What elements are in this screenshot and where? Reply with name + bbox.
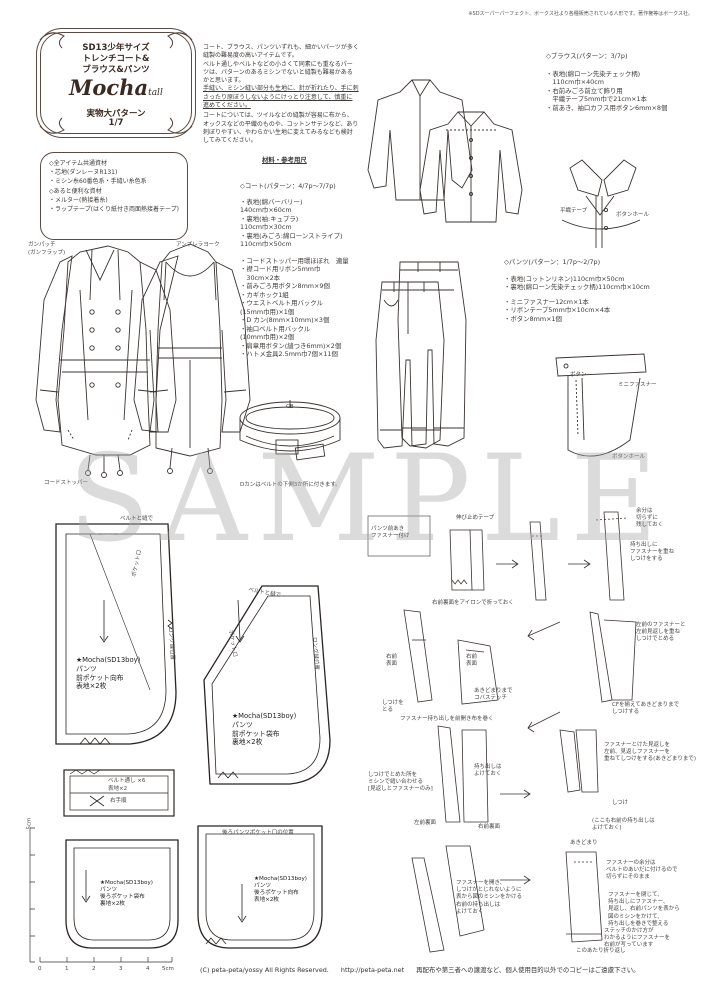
belt-loop-label-3: 右手順 (110, 798, 127, 804)
ruler-label-vertical: 5cm (26, 817, 33, 830)
pattern-label-back-pocket-bag: ★Mocha(SD13boy) パンツ 後ろポケット袋布 裏地×2枚 (100, 880, 153, 907)
belt-loop-label-1: ベルト通し ×6 (108, 778, 146, 784)
pattern-label-front-pocket-facing: ★Mocha(SD13boy) パンツ 前ポケット向布 表地×2枚 (76, 656, 141, 691)
coat-heading: ◇コート(パターン：4/7p～7/7p) (240, 182, 336, 190)
step-note-group: ファスナーの余分は ベルトのあいだに付けるので 切らずにそのまま (606, 860, 678, 881)
blouse-collar-detail (561, 159, 641, 248)
footer-url[interactable]: http://peta-peta.net (340, 966, 405, 974)
title-line1: SD13少年サイズ (82, 43, 150, 53)
common-materials-box: ◇全アイテム共通資材 ・芯地(ダンレーヌR131) ・ミシン糸60番色系・手縫い… (40, 152, 188, 240)
ruler-tick: 5cm (162, 966, 174, 972)
step-note: 左前裏面 (414, 820, 437, 826)
pattern-back-pocket-facing (197, 825, 323, 949)
pants-materials: ◇パンツ(パターン：1/7p～2/7p) ・表地(コットンリネン)110cm巾×… (504, 258, 650, 323)
footer-notice: 再配布や第三者への譲渡など、個人使用目的以外でのコピーはご遠慮下さい。 (416, 966, 640, 974)
coat-label-cord-stopper: コードストッパー (44, 480, 89, 486)
coat-label-gun-flap: (ガンフラップ) (28, 250, 66, 256)
materials-heading: 材料・参考用尺 (262, 156, 307, 164)
blouse-label-tape: 平織テープ (560, 208, 588, 214)
footer: (C) peta-peta/yossy All Rights Reserved.… (200, 965, 650, 974)
materials-item: ・ラップテープ(はくり紙付き両面熱接着テープ) (49, 206, 179, 214)
step-note-group: 右前 表面 (466, 654, 478, 668)
step-note-group: しつけを とる (382, 700, 404, 714)
ruler-tick: 4 (146, 966, 150, 972)
pattern-front-pocket-facing (55, 523, 177, 745)
coat-back-drawing (133, 243, 251, 474)
blouse-label-buttonhole: ボタンホール (616, 212, 650, 218)
copyright-top: ※SDスーパーパーフェクト、ボークス社より各種販売されている人形です。著作権等は… (468, 11, 693, 17)
step-note-group: 持ち出しは よけておく (474, 764, 502, 778)
step-note-group: 持ち出しに ファスナーを重ね しつけをする (630, 542, 675, 563)
coat-materials: ◇コート(パターン：4/7p～7/7p) ・表地(綿バーバリー) 140cm巾×… (240, 182, 349, 358)
edge-label-belt-1: ベルトと縫で (120, 516, 154, 522)
title-brand-suffix: tall (148, 88, 163, 98)
step-note-group: (ここも右前の持ち出しは よけておく) (592, 818, 655, 832)
ruler-tick: 1 (65, 966, 69, 972)
pattern-front-pocket-bag (203, 585, 331, 785)
step-note-group: 余分は 切らずに 残しておく (636, 508, 664, 529)
footer-copyright: (C) peta-peta/yossy All Rights Reserved. (200, 966, 329, 974)
pants-label-buttonhole: ボタンホール (612, 454, 646, 460)
step-note: このあたり折り返し (576, 948, 626, 954)
ruler-tick: 3 (119, 966, 123, 972)
pants-back-drawing (397, 261, 467, 447)
step-note: 伸び止めテープ (456, 515, 495, 521)
step-note-group: 右前 表面 (386, 654, 398, 668)
edge-label-back-pocket: 後ろパンツポケット口の位置 (222, 830, 294, 836)
blouse-drawing (367, 79, 523, 223)
pants-fly-detail (555, 353, 647, 457)
step-note-group: ファスナーを閉じて、 持ち出しにファスナー、 見返し、右前パンツを表から 図のミ… (608, 892, 680, 927)
step-note-group: 左前のファスナーと 左前見返しを重ね しつけでとめる (636, 622, 686, 643)
pattern-back-pocket-bag (65, 839, 179, 949)
materials-item: ・メルター(熱接着糸) (49, 196, 108, 204)
step-note-group: CFを揃えてあきどまりまで しつけする (612, 702, 680, 716)
belt-loop-label-2: 表地×2 (108, 786, 128, 792)
title-line4: 実物大パターン (86, 109, 146, 119)
step-note: しつけ (612, 800, 629, 806)
materials-item: ・芯地(ダンレーヌR131) (49, 169, 118, 177)
title-line3: ブラウス&パンツ (82, 65, 150, 75)
title-brand: Mocha (69, 75, 149, 100)
pants-front-drawing (375, 281, 445, 449)
materials-item: ◇あると便利な資材 (49, 187, 102, 195)
step-note-group: あきどまりまで コバステッチ (474, 688, 513, 702)
step-box-label: パンツ前あき ファスナー付け (371, 526, 410, 540)
coat-label-umbrella-yoke: アンブレラヨーク (176, 242, 220, 248)
ruler-tick: 0 (38, 966, 42, 972)
belt-drawing (239, 400, 341, 461)
step-note: 右前裏面 (478, 824, 501, 830)
step-note-group: ステッチのかけ方が わかるようにファスナーを 右前が写っています (604, 928, 671, 949)
step-note-group: ファスナーとけた見返しを 左前、見返しファスナーを 重ねてしつけをする(あきどま… (604, 742, 696, 763)
ruler-tick: 2 (92, 966, 96, 972)
ruler (29, 827, 173, 963)
step-note: あきどまり (570, 840, 598, 846)
pattern-label-front-pocket-bag: ★Mocha(SD13boy) パンツ 前ポケット袋布 裏地×2枚 (232, 712, 297, 747)
pattern-belt-loop (63, 769, 175, 817)
pattern-label-back-pocket-facing: ★Mocha(SD13boy) パンツ 後ろポケット向布 表地×2枚 (254, 876, 307, 903)
pants-heading: ◇パンツ(パターン：1/7p～2/7p) (504, 258, 601, 266)
materials-item: ◇全アイテム共通資材 (49, 160, 108, 167)
coat-label-gun-patch: ガンパッチ (28, 242, 56, 248)
intro-text: コート、ブラウス、パンツいずれも、細かいパーツが多く 縫製の難易度の高いアイテム… (203, 44, 359, 145)
fly-step-diagrams (367, 511, 637, 953)
belt-note: Dカンはベルトの下側3か所に付きます。 (240, 482, 341, 488)
step-note: ファスナー持ち出しを前開き布を巻く (400, 716, 494, 722)
title-line2: トレンチコート& (82, 54, 150, 64)
pants-label-button: ボタン (570, 372, 587, 378)
materials-item: ・ミシン糸60番色系・手縫い糸色系 (49, 178, 147, 186)
step-note: 右前裏面をアイロンで折っておく (432, 600, 514, 606)
blouse-heading: ◇ブラウス(パターン：3/7p) (546, 52, 628, 60)
title-line5: 1/7 (108, 118, 124, 128)
title-box: SD13少年サイズ トレンチコート& ブラウス&パンツ Mochatall 実物… (36, 28, 196, 138)
step-note-group: ファスナーを開き、 しつけがとじれないように 表から図のミシンをかける 右前の持… (456, 880, 523, 915)
coat-front-drawing (35, 245, 177, 478)
blouse-materials: ◇ブラウス(パターン：3/7p) ・表地(綿ローン先染チェック柄) 110cm巾… (546, 52, 668, 112)
pants-label-fastener: ミニファスナー (618, 382, 657, 388)
step-note-group: しつけでとめた所を ミシンで縫い合わせる [見返しとファスナーのみ] (368, 772, 433, 793)
belt-label-cb: CB (286, 404, 294, 410)
